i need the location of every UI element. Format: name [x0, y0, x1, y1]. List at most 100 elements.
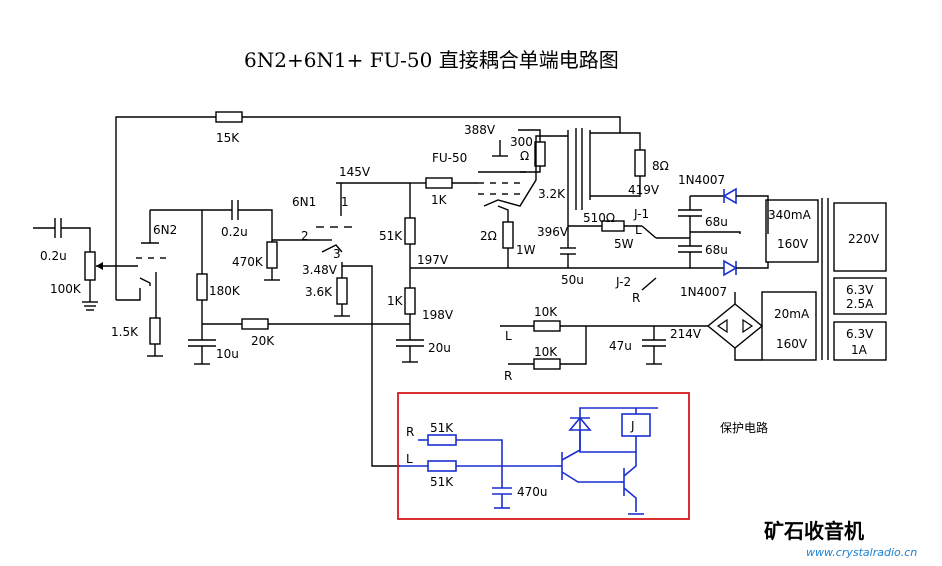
resistor-1k-grid — [425, 177, 453, 189]
label-6n2: 6N2 — [153, 223, 177, 237]
label-j2: J-2 — [615, 275, 631, 289]
label-470k: 470K — [232, 255, 264, 269]
label-pin2: 2 — [301, 229, 309, 243]
resistor-180k — [196, 273, 208, 301]
resistor-2ohm — [502, 221, 514, 249]
heater-network: 10K L 10K R 47u 214V — [500, 305, 702, 383]
potentiometer-100k — [84, 251, 96, 281]
label-20u: 20u — [428, 341, 451, 355]
resistor-10k-b — [533, 358, 561, 370]
label-rch: R — [632, 291, 640, 305]
bridge-rectifier — [706, 303, 764, 349]
label-10k-b: 10K — [534, 345, 558, 359]
label-214v: 214V — [670, 327, 702, 341]
resistor-3k6 — [336, 277, 348, 305]
lv-supply: 20mA 160V — [654, 291, 817, 361]
label-160v-b: 160V — [776, 337, 808, 351]
label-r2: R — [504, 369, 512, 383]
label-pin1: 1 — [341, 195, 349, 209]
label-145v: 145V — [339, 165, 371, 179]
resistor-1k-b — [404, 287, 416, 315]
6n1-plate-network: 1K 51K 197V 1K 198V 20u — [379, 177, 654, 363]
prot-resistor-51k-a — [427, 434, 457, 446]
watermark-url: www.crystalradio.cn — [806, 546, 917, 559]
tube-fu50: FU-50 388V 300 Ω 2Ω 1W — [432, 123, 546, 268]
label-j1: J-1 — [633, 207, 649, 221]
label-prot-l: L — [406, 452, 413, 466]
label-197v: 197V — [417, 253, 449, 267]
speaker-8ohm — [634, 149, 646, 177]
label-c-input: 0.2u — [40, 249, 67, 263]
label-15k: 15K — [216, 131, 240, 145]
label-1n4007-b: 1N4007 — [680, 285, 727, 299]
label-51k: 51K — [379, 229, 403, 243]
heater-winding-a — [833, 277, 887, 315]
label-25a: 2.5A — [846, 297, 874, 311]
label-50u: 50u — [561, 273, 584, 287]
label-pin3: 3 — [333, 247, 341, 261]
label-419v: 419V — [628, 183, 660, 197]
protection-box — [397, 392, 690, 520]
label-160v-a: 160V — [777, 237, 809, 251]
label-relay: J — [630, 419, 635, 433]
label-1n4007-a: 1N4007 — [678, 173, 725, 187]
output-transformer: 8Ω 3.2K 396V 50u 510Ω 5W — [535, 128, 669, 287]
label-10u: 10u — [216, 347, 239, 361]
label-3k6: 3.6K — [305, 285, 333, 299]
label-prot-51k-b: 51K — [430, 475, 454, 489]
primary-winding-box — [833, 202, 887, 272]
relay-coil — [621, 413, 651, 437]
label-180k: 180K — [209, 284, 241, 298]
hv-winding-box — [765, 199, 819, 263]
label-470u: 470u — [517, 485, 548, 499]
diode-1n4007-a — [722, 187, 737, 205]
label-protection-title: 保护电路 — [720, 420, 768, 435]
label-prot-r: R — [406, 425, 414, 439]
label-fu50: FU-50 — [432, 151, 467, 165]
prot-resistor-51k-b — [427, 460, 457, 472]
label-1k-grid: 1K — [431, 193, 448, 207]
relay-contacts: J-1 L J-2 R — [615, 207, 690, 305]
resistor-15k — [215, 111, 243, 123]
label-300: 300 — [510, 135, 533, 149]
label-348v: 3.48V — [302, 263, 338, 277]
label-388v: 388V — [464, 123, 496, 137]
hv-supply: 419V 1N4007 68u 68u 1N4007 340mA 160V — [628, 173, 819, 299]
input-stage: 0.2u 100K — [33, 218, 138, 311]
lv-winding-box — [761, 291, 817, 361]
power-transformer: 220V 6.3V 2.5A 6.3V 1A — [821, 198, 887, 361]
feedback-network: 15K — [115, 111, 621, 300]
tube-6n1: 6N1 145V 1 2 3 3.48V 3.6K — [292, 165, 410, 467]
label-68u-b: 68u — [705, 243, 728, 257]
label-47u: 47u — [609, 339, 632, 353]
tube-6n2: 6N2 1.5K — [111, 210, 177, 357]
resistor-20k — [241, 318, 269, 330]
label-ohm: Ω — [520, 149, 529, 163]
interstage-6n2-6n1: 0.2u 470K 180K 10u 20K — [150, 200, 410, 365]
label-220v: 220V — [848, 232, 880, 246]
label-20ma: 20mA — [774, 307, 810, 321]
label-1a: 1A — [851, 343, 868, 357]
label-2ohm: 2Ω — [480, 229, 497, 243]
label-68u-a: 68u — [705, 215, 728, 229]
resistor-1k5 — [149, 317, 161, 345]
label-3k2: 3.2K — [538, 187, 566, 201]
resistor-10k-a — [533, 320, 561, 332]
label-6n1: 6N1 — [292, 195, 316, 209]
label-198v: 198V — [422, 308, 454, 322]
label-prot-51k-a: 51K — [430, 421, 454, 435]
label-340ma: 340mA — [768, 208, 812, 222]
resistor-470k — [266, 241, 278, 269]
label-l2: L — [505, 329, 512, 343]
label-10k-a: 10K — [534, 305, 558, 319]
label-8ohm: 8Ω — [652, 159, 669, 173]
label-1w: 1W — [516, 243, 536, 257]
resistor-51k — [404, 217, 416, 245]
diagram-title: 6N2+6N1+ FU-50 直接耦合单端电路图 — [244, 48, 619, 72]
heater-winding-b — [833, 321, 887, 361]
label-1k5: 1.5K — [111, 325, 139, 339]
label-20k: 20K — [251, 334, 275, 348]
label-1k-b: 1K — [387, 294, 404, 308]
watermark: 矿石收音机 www.crystalradio.cn — [764, 519, 917, 559]
